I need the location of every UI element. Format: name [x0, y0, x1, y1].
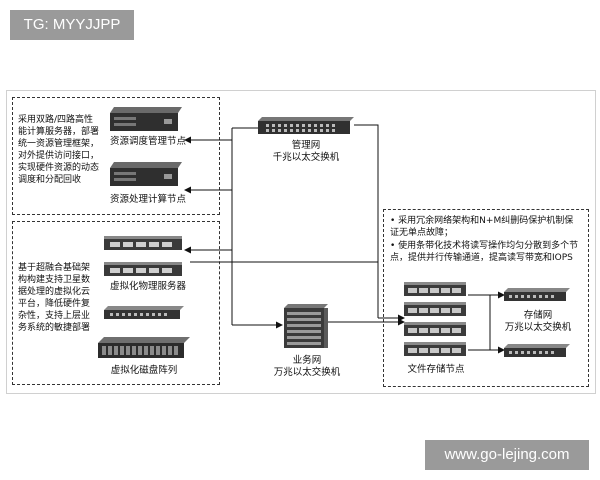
virtual-zone-description: 基于超融合基础架构构建支持卫星数据处理的虚拟化云平台，降低硬件复杂性，支持上层业…: [18, 263, 91, 333]
storage-switch-label-1: 存储网: [523, 310, 553, 321]
mgmt-switch-label-1: 管理网: [291, 140, 321, 151]
storage-bullet-2: • 使用条带化技术将读写操作均匀分散到多个节点，提供并行传输通道，提高读写带宽和…: [390, 241, 579, 263]
mgmt-switch-icon: [258, 117, 354, 134]
storage-switch-icon-1: [504, 288, 570, 301]
virtual-server-label: 虚拟化物理服务器: [109, 281, 186, 292]
compute-zone-description: 采用双路/四路高性能计算服务器，部署统一资源管理框架，对外提供访问接口，实现硬件…: [18, 115, 100, 185]
storage-node-icon-2: [404, 302, 466, 316]
compute-server-icon: [110, 162, 182, 186]
storage-node-icon-1: [404, 282, 466, 296]
virtual-server-icon-1: [104, 236, 182, 250]
business-switch-label-2: 万兆以太交换机: [273, 367, 341, 378]
virtual-zone-border: [12, 221, 220, 385]
compute-node-label: 资源处理计算节点: [109, 194, 186, 205]
storage-node-icon-4: [404, 342, 466, 356]
mgmt-switch-label-2: 千兆以太交换机: [272, 152, 340, 163]
watermark-top-left: TG: MYYJJPP: [10, 10, 134, 40]
storage-bullet-1: • 采用冗余网络架构和N+M纠删码保护机制保证无单点故障；: [390, 216, 574, 238]
disk-array-icon: [98, 337, 190, 358]
business-switch-icon: [284, 304, 328, 348]
storage-node-label: 文件存储节点: [407, 364, 465, 375]
storage-switch-icon-2: [504, 344, 570, 357]
virtual-server-icon-2: [104, 262, 182, 276]
business-switch-label-1: 业务网: [292, 355, 322, 366]
storage-node-icon-3: [404, 322, 466, 336]
storage-switch-label-2: 万兆以太交换机: [504, 322, 572, 333]
scheduler-node-label: 资源调度管理节点: [109, 136, 186, 147]
virtual-switch-icon: [104, 306, 184, 319]
diagram-frame: [6, 90, 596, 394]
compute-zone-border: [12, 97, 220, 215]
scheduler-server-icon: [110, 107, 182, 131]
storage-zone-border: [383, 209, 589, 387]
watermark-bottom-right: www.go-lejing.com: [425, 440, 589, 470]
disk-array-label: 虚拟化磁盘阵列: [110, 365, 178, 376]
